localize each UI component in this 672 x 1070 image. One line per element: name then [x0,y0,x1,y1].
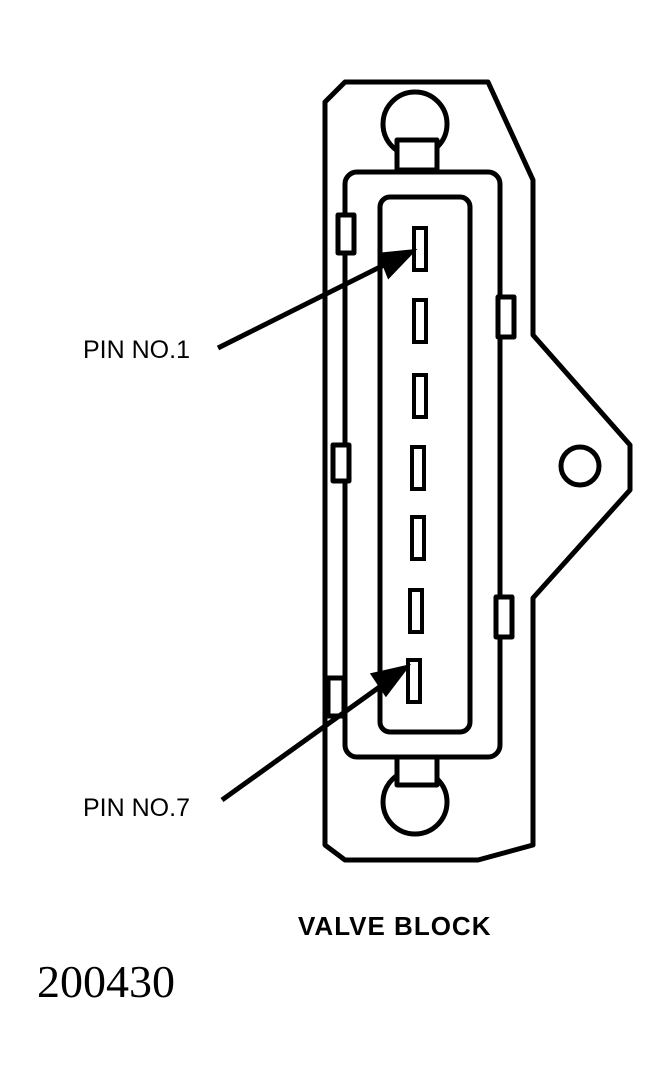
pin-1 [412,226,428,272]
right-tab-upper [495,294,517,340]
pin-2 [412,298,428,344]
pin7-arrowhead [369,664,412,698]
pin-cavity [377,194,473,735]
pin-4 [410,445,426,491]
pin1-arrowhead [377,248,418,280]
pin7-label: PIN NO.7 [83,794,190,822]
pin1-label: PIN NO.1 [83,336,190,364]
left-tab-middle [330,442,352,484]
pin-3 [412,373,428,419]
diagram-caption: VALVE BLOCK [298,911,492,941]
pin1-leader-line [216,259,392,351]
pin-6 [408,588,424,634]
pin7-leader-line [220,680,387,803]
mounting-hole [558,444,602,488]
pin-5 [410,515,426,561]
figure-number: 200430 [37,956,175,1007]
connector-housing [322,79,633,863]
left-tab-lower [325,675,347,719]
left-tab-upper [335,212,357,256]
pin-7 [406,658,422,704]
right-tab-lower [493,594,515,640]
